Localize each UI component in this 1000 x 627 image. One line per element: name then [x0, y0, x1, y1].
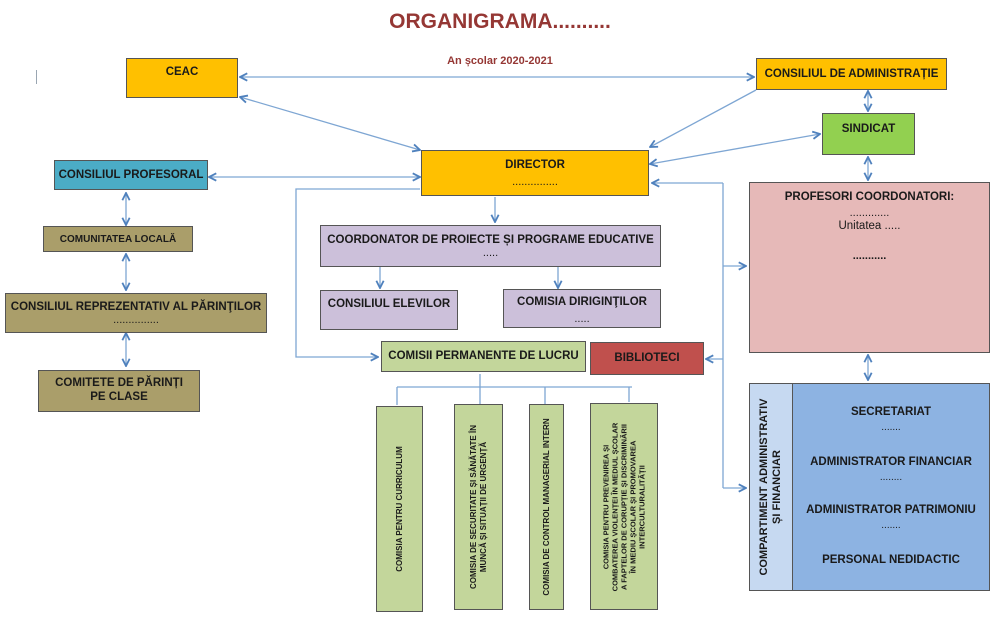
commission-line: COMISIA PENTRU CURRICULUM: [394, 446, 404, 572]
biblioteci-label: BIBLIOTECI: [614, 352, 680, 364]
commission-line: COMISIA DE CONTROL MANAGERIAL INTERN: [541, 418, 551, 596]
consiliul-elevilor-box: CONSILIUL ELEVILOR: [320, 290, 458, 330]
consiliul-parintilor-box: CONSILIUL REPREZENTATIV AL PĂRINŢILOR ..…: [5, 293, 267, 333]
administrator-patrimoniu-label: ADMINISTRATOR PATRIMONIU: [806, 504, 976, 516]
director-name-placeholder: ...............: [512, 176, 558, 188]
profesori-unitatea: Unitatea .....: [838, 220, 901, 232]
coordonator-proiecte-placeholder: .....: [482, 247, 499, 259]
ceac-label: CEAC: [165, 66, 199, 78]
director-box: DIRECTOR ...............: [421, 150, 649, 196]
profesori-coordonatori-label: PROFESORI COORDONATORI:: [784, 191, 955, 203]
consiliul-administratie-box: CONSILIUL DE ADMINISTRAȚIE: [756, 58, 947, 90]
chart-title: ORGANIGRAMA..........: [389, 10, 611, 33]
commission-line: A FAPTELOR DE CORUPȚIE ȘI DISCRIMINĂRII: [619, 423, 629, 590]
comisii-permanente-label: COMISII PERMANENTE DE LUCRU: [388, 350, 579, 362]
profesori-coordonatori-box: PROFESORI COORDONATORI: ............. Un…: [749, 182, 990, 353]
comisia-dirigintilor-placeholder: .....: [574, 313, 590, 325]
school-year-subtitle: An școlar 2020-2021: [447, 55, 553, 67]
link-ceac-director: [240, 97, 420, 150]
administrator-financiar-label: ADMINISTRATOR FINANCIAR: [810, 456, 972, 468]
coordonator-proiecte-label: COORDONATOR DE PROIECTE ȘI PROGRAME EDUC…: [327, 234, 654, 246]
link-director-comisii: [295, 188, 420, 357]
comitete-parinti-line2: PE CLASE: [90, 391, 148, 403]
comitete-parinti-line1: COMITETE DE PĂRINȚI: [55, 377, 183, 389]
personal-nedidactic-label: PERSONAL NEDIDACTIC: [822, 554, 960, 566]
compartiment-administrativ-panel: SECRETARIAT ....... ADMINISTRATOR FINANC…: [792, 383, 990, 591]
comisia-dirigintilor-box: COMISIA DIRIGINŢILOR .....: [503, 289, 661, 328]
profesori-placeholder-1: .............: [849, 207, 890, 219]
consiliul-parintilor-label: CONSILIUL REPREZENTATIV AL PĂRINŢILOR: [10, 301, 262, 313]
commission-line: COMISIA DE SECURITATE ȘI SĂNĂTATE ÎN: [468, 424, 478, 590]
consiliul-administratie-label: CONSILIUL DE ADMINISTRAȚIE: [764, 68, 939, 80]
commission-line: ÎN MEDIU ȘCOLAR ȘI PROMOVAREA: [628, 440, 638, 573]
secretariat-label: SECRETARIAT: [850, 406, 932, 418]
biblioteci-box: BIBLIOTECI: [590, 342, 704, 375]
comunitatea-locala-label: COMUNITATEA LOCALĂ: [59, 234, 177, 245]
comisia-dirigintilor-label: COMISIA DIRIGINŢILOR: [517, 296, 647, 308]
compartiment-label-line1: COMPARTIMENT ADMINISTRATIV: [758, 398, 770, 576]
comisii-permanente-box: COMISII PERMANENTE DE LUCRU: [381, 341, 586, 372]
consiliul-parintilor-placeholder: ...............: [113, 314, 159, 326]
commission-curriculum: COMISIA PENTRU CURRICULUM: [376, 406, 423, 612]
commission-line: INTERCULTURALITĂȚII: [637, 464, 647, 549]
sindicat-label: SINDICAT: [841, 123, 896, 135]
ceac-box: CEAC: [126, 58, 238, 98]
commission-securitate: COMISIA DE SECURITATE ȘI SĂNĂTATE ÎN MUN…: [454, 404, 503, 610]
consiliul-profesoral-label: CONSILIUL PROFESORAL: [58, 169, 204, 181]
text-cursor-mark: [36, 70, 37, 84]
secretariat-placeholder: .......: [881, 422, 901, 433]
commission-prevenire-violenta: COMISIA PENTRU PREVENIREA ȘI COMBATEREA …: [590, 403, 658, 610]
consiliul-profesoral-box: CONSILIUL PROFESORAL: [54, 160, 208, 190]
consiliul-elevilor-label: CONSILIUL ELEVILOR: [327, 298, 451, 310]
coordonator-proiecte-box: COORDONATOR DE PROIECTE ȘI PROGRAME EDUC…: [320, 225, 661, 267]
director-label: DIRECTOR: [505, 159, 565, 171]
commission-line: COMBATEREA VIOLENȚEI ÎN MEDIUL ȘCOLAR: [610, 422, 620, 591]
comunitatea-locala-box: COMUNITATEA LOCALĂ: [43, 226, 193, 252]
link-sindicat-director: [650, 134, 820, 164]
profesori-placeholder-2: ...........: [852, 250, 887, 262]
commission-line: COMISIA PENTRU PREVENIREA ȘI: [601, 444, 611, 569]
sindicat-box: SINDICAT: [822, 113, 915, 155]
compartiment-administrativ-side: COMPARTIMENT ADMINISTRATIV ȘI FINANCIAR: [749, 383, 793, 591]
comitete-parinti-box: COMITETE DE PĂRINȚI PE CLASE: [38, 370, 200, 412]
link-ca-director: [650, 89, 757, 147]
compartiment-label-line2: ȘI FINANCIAR: [771, 450, 783, 524]
commission-line: MUNCĂ ȘI SITUAȚII DE URGENȚĂ: [478, 441, 488, 573]
administrator-financiar-placeholder: ........: [879, 472, 903, 483]
administrator-patrimoniu-placeholder: .......: [881, 520, 901, 531]
commission-control-managerial: COMISIA DE CONTROL MANAGERIAL INTERN: [529, 404, 564, 610]
